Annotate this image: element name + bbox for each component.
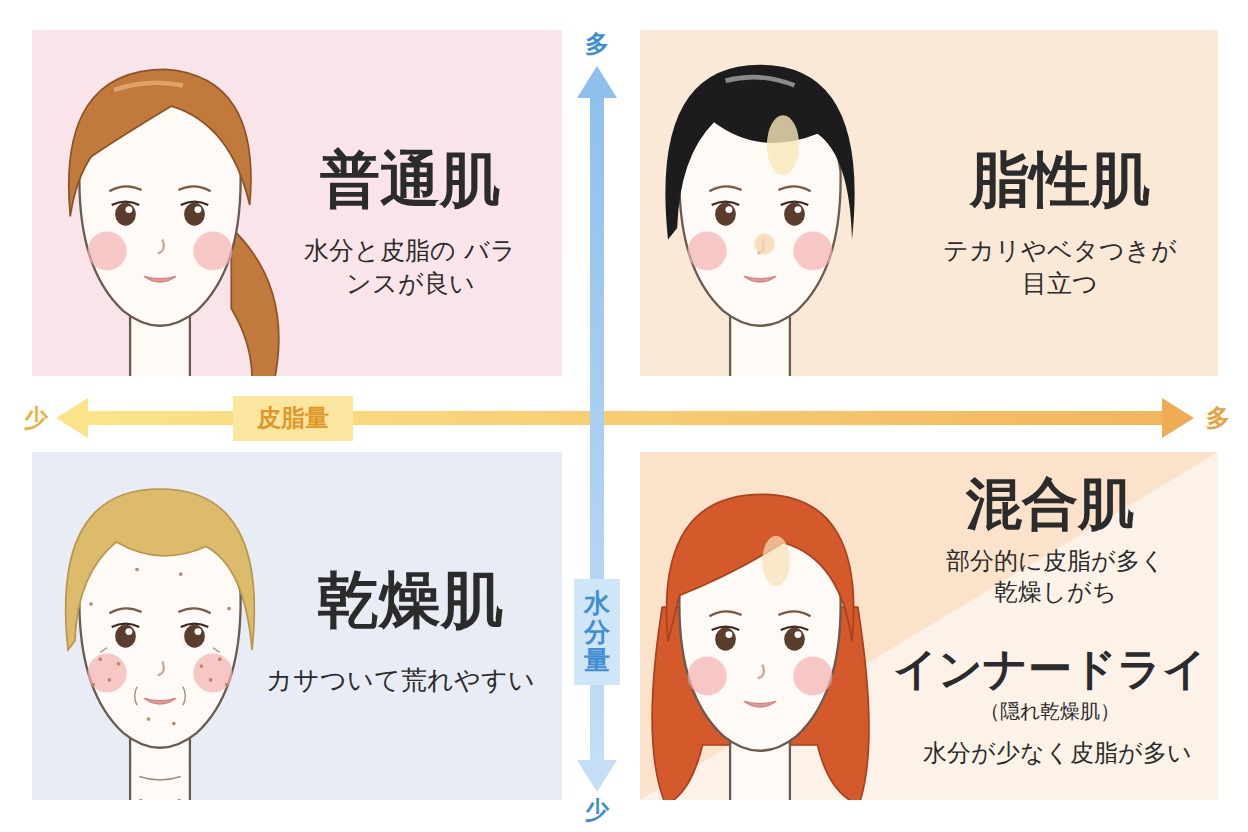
dry-skin-panel: 乾燥肌カサついて荒れやすい: [32, 452, 562, 800]
skin-type-title: インナードライ: [890, 640, 1210, 697]
sebum-axis-label: 皮脂量: [233, 396, 353, 441]
skin-type-title: 混合肌: [910, 468, 1190, 541]
skin-type-description: 部分的に皮脂が多く 乾燥しがち: [930, 546, 1180, 608]
moisture-axis-label: 水分量: [574, 579, 620, 685]
axis-end-label: 多: [585, 32, 609, 56]
skin-type-title: 乾燥肌: [270, 560, 550, 641]
normal-skin-panel: 普通肌水分と皮脂の バランスが良い: [32, 30, 562, 376]
skin-type-description: テカリやベタつきが 目立つ: [930, 235, 1190, 300]
skin-type-title: 脂性肌: [920, 140, 1200, 218]
sebum-axis-arrow: [56, 398, 1194, 438]
axis-end-label: 多: [1206, 406, 1230, 430]
skin-type-description: 水分と皮脂の バランスが良い: [300, 235, 520, 300]
oily-skin-panel: 脂性肌テカリやベタつきが 目立つ: [640, 30, 1218, 376]
skin-type-description: 水分が少なく皮脂が多い: [912, 738, 1202, 769]
axis-end-label: 少: [585, 798, 609, 822]
skin-type-subtitle: （隠れ乾燥肌）: [950, 698, 1150, 724]
skin-type-title: 普通肌: [270, 140, 550, 218]
combination-skin-panel: 混合肌部分的に皮脂が多く 乾燥しがちインナードライ（隠れ乾燥肌） 水分が少なく皮脂…: [640, 452, 1218, 800]
axis-name: 皮脂量: [257, 404, 329, 433]
axis-end-label: 少: [24, 406, 48, 430]
axis-name: 水分量: [584, 589, 610, 675]
skin-type-description: カサついて荒れやすい: [250, 664, 550, 698]
